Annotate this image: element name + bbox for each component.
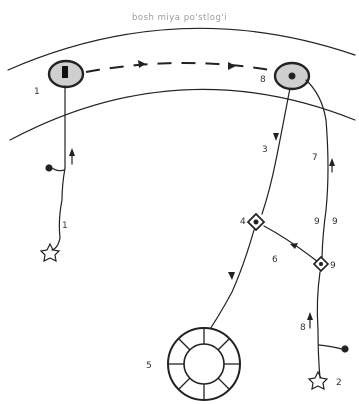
temporary-connection-arrowhead-1 bbox=[138, 60, 146, 68]
label-5: 5 bbox=[146, 361, 152, 371]
label-7: 7 bbox=[312, 153, 318, 163]
pathway-3-arrow-down-icon bbox=[273, 133, 279, 141]
afferent-pathway-8 bbox=[317, 272, 320, 378]
label-6: 6 bbox=[272, 255, 278, 265]
left-ganglion-connector bbox=[52, 168, 64, 171]
label-9b: 9 bbox=[332, 217, 338, 227]
interneuron-node-4-core bbox=[254, 220, 259, 225]
label-1-cortical: 1 bbox=[34, 87, 40, 97]
cortex-inner-arc bbox=[10, 89, 355, 140]
efferent-pathway-to-5 bbox=[204, 230, 254, 338]
label-4: 4 bbox=[240, 217, 246, 227]
label-2-receptor: 2 bbox=[336, 378, 342, 388]
label-9a: 9 bbox=[314, 217, 320, 227]
descending-pathway-7 bbox=[306, 80, 328, 262]
label-9-node: 9 bbox=[330, 261, 336, 271]
label-8-lower: 8 bbox=[300, 323, 306, 333]
label-8-cortical: 8 bbox=[260, 75, 266, 85]
label-3: 3 bbox=[262, 145, 268, 155]
interneuron-node-9-core bbox=[319, 262, 323, 266]
right-ganglion-connector bbox=[319, 345, 342, 349]
cortical-center-2-core bbox=[289, 73, 296, 80]
diagram-title: bosh miya po'stlog'i bbox=[132, 13, 227, 23]
right-receptor-icon bbox=[309, 372, 327, 389]
pathway-5-arrow-down-icon bbox=[228, 272, 235, 280]
cortical-center-1-core bbox=[62, 66, 68, 78]
temporary-connection-dashed-line bbox=[86, 63, 270, 72]
temporary-connection-arrowhead-2 bbox=[228, 62, 236, 70]
label-1-receptor: 1 bbox=[62, 221, 68, 231]
